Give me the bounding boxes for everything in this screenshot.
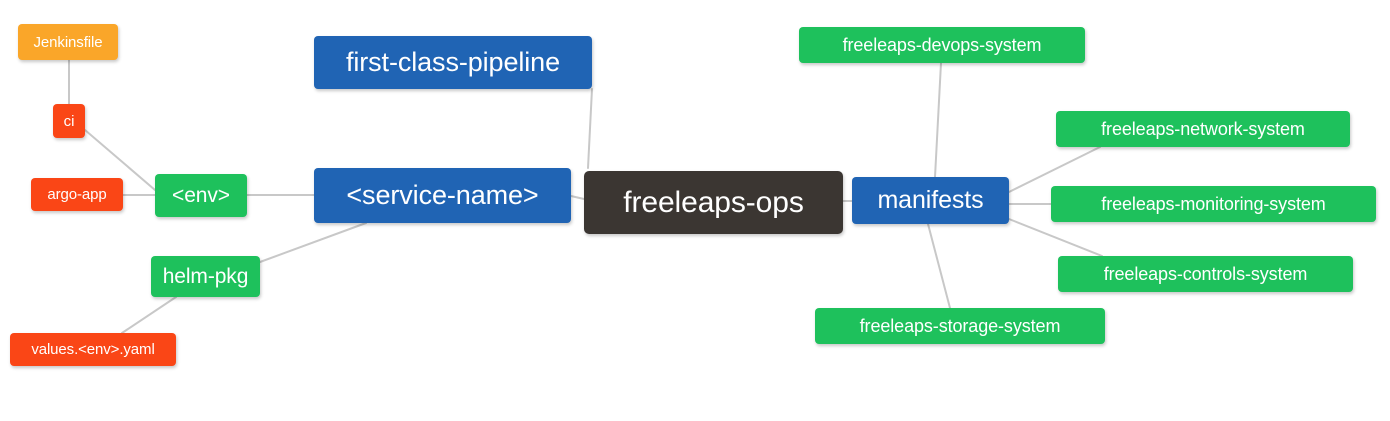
edge-manifests-to-devops-system [934, 62, 942, 178]
node-label: <service-name> [346, 180, 539, 210]
node-label: <env> [172, 184, 230, 207]
node-label: ci [63, 112, 75, 130]
node-label: Jenkinsfile [33, 33, 103, 51]
node-network-system[interactable]: freeleaps-network-system [1056, 111, 1350, 147]
node-label: freeleaps-monitoring-system [1101, 194, 1326, 214]
node-service-name[interactable]: <service-name> [314, 168, 571, 223]
node-helm-pkg[interactable]: helm-pkg [151, 256, 260, 297]
node-env[interactable]: <env> [155, 174, 247, 217]
node-controls-system[interactable]: freeleaps-controls-system [1058, 256, 1353, 292]
edge-service-name-to-freeleaps-ops [570, 195, 585, 200]
node-pipeline[interactable]: first-class-pipeline [314, 36, 592, 89]
node-values-yaml[interactable]: values.<env>.yaml [10, 333, 176, 366]
node-manifests[interactable]: manifests [852, 177, 1009, 224]
node-argo-app[interactable]: argo-app [31, 178, 123, 211]
node-ci[interactable]: ci [53, 104, 85, 138]
edge-service-name-to-helm-pkg [259, 222, 367, 263]
edge-helm-pkg-to-values-yaml [121, 296, 177, 334]
node-storage-system[interactable]: freeleaps-storage-system [815, 308, 1105, 344]
node-jenkinsfile[interactable]: Jenkinsfile [18, 24, 118, 60]
node-label: manifests [877, 186, 984, 214]
edge-manifests-to-storage-system [927, 223, 951, 309]
edge-manifests-to-controls-system [1008, 218, 1103, 257]
node-freeleaps-ops[interactable]: freeleaps-ops [584, 171, 843, 234]
node-monitoring-system[interactable]: freeleaps-monitoring-system [1051, 186, 1376, 222]
node-devops-system[interactable]: freeleaps-devops-system [799, 27, 1085, 63]
node-label: first-class-pipeline [345, 47, 561, 77]
edge-service-name-to-pipeline [587, 88, 593, 169]
node-label: freeleaps-network-system [1101, 119, 1305, 139]
node-label: freeleaps-ops [623, 185, 804, 219]
node-label: helm-pkg [162, 265, 249, 288]
node-label: freeleaps-devops-system [842, 35, 1042, 55]
node-label: values.<env>.yaml [31, 341, 155, 358]
node-label: argo-app [47, 186, 107, 203]
node-label: freeleaps-controls-system [1103, 264, 1308, 284]
node-label: freeleaps-storage-system [859, 316, 1061, 336]
